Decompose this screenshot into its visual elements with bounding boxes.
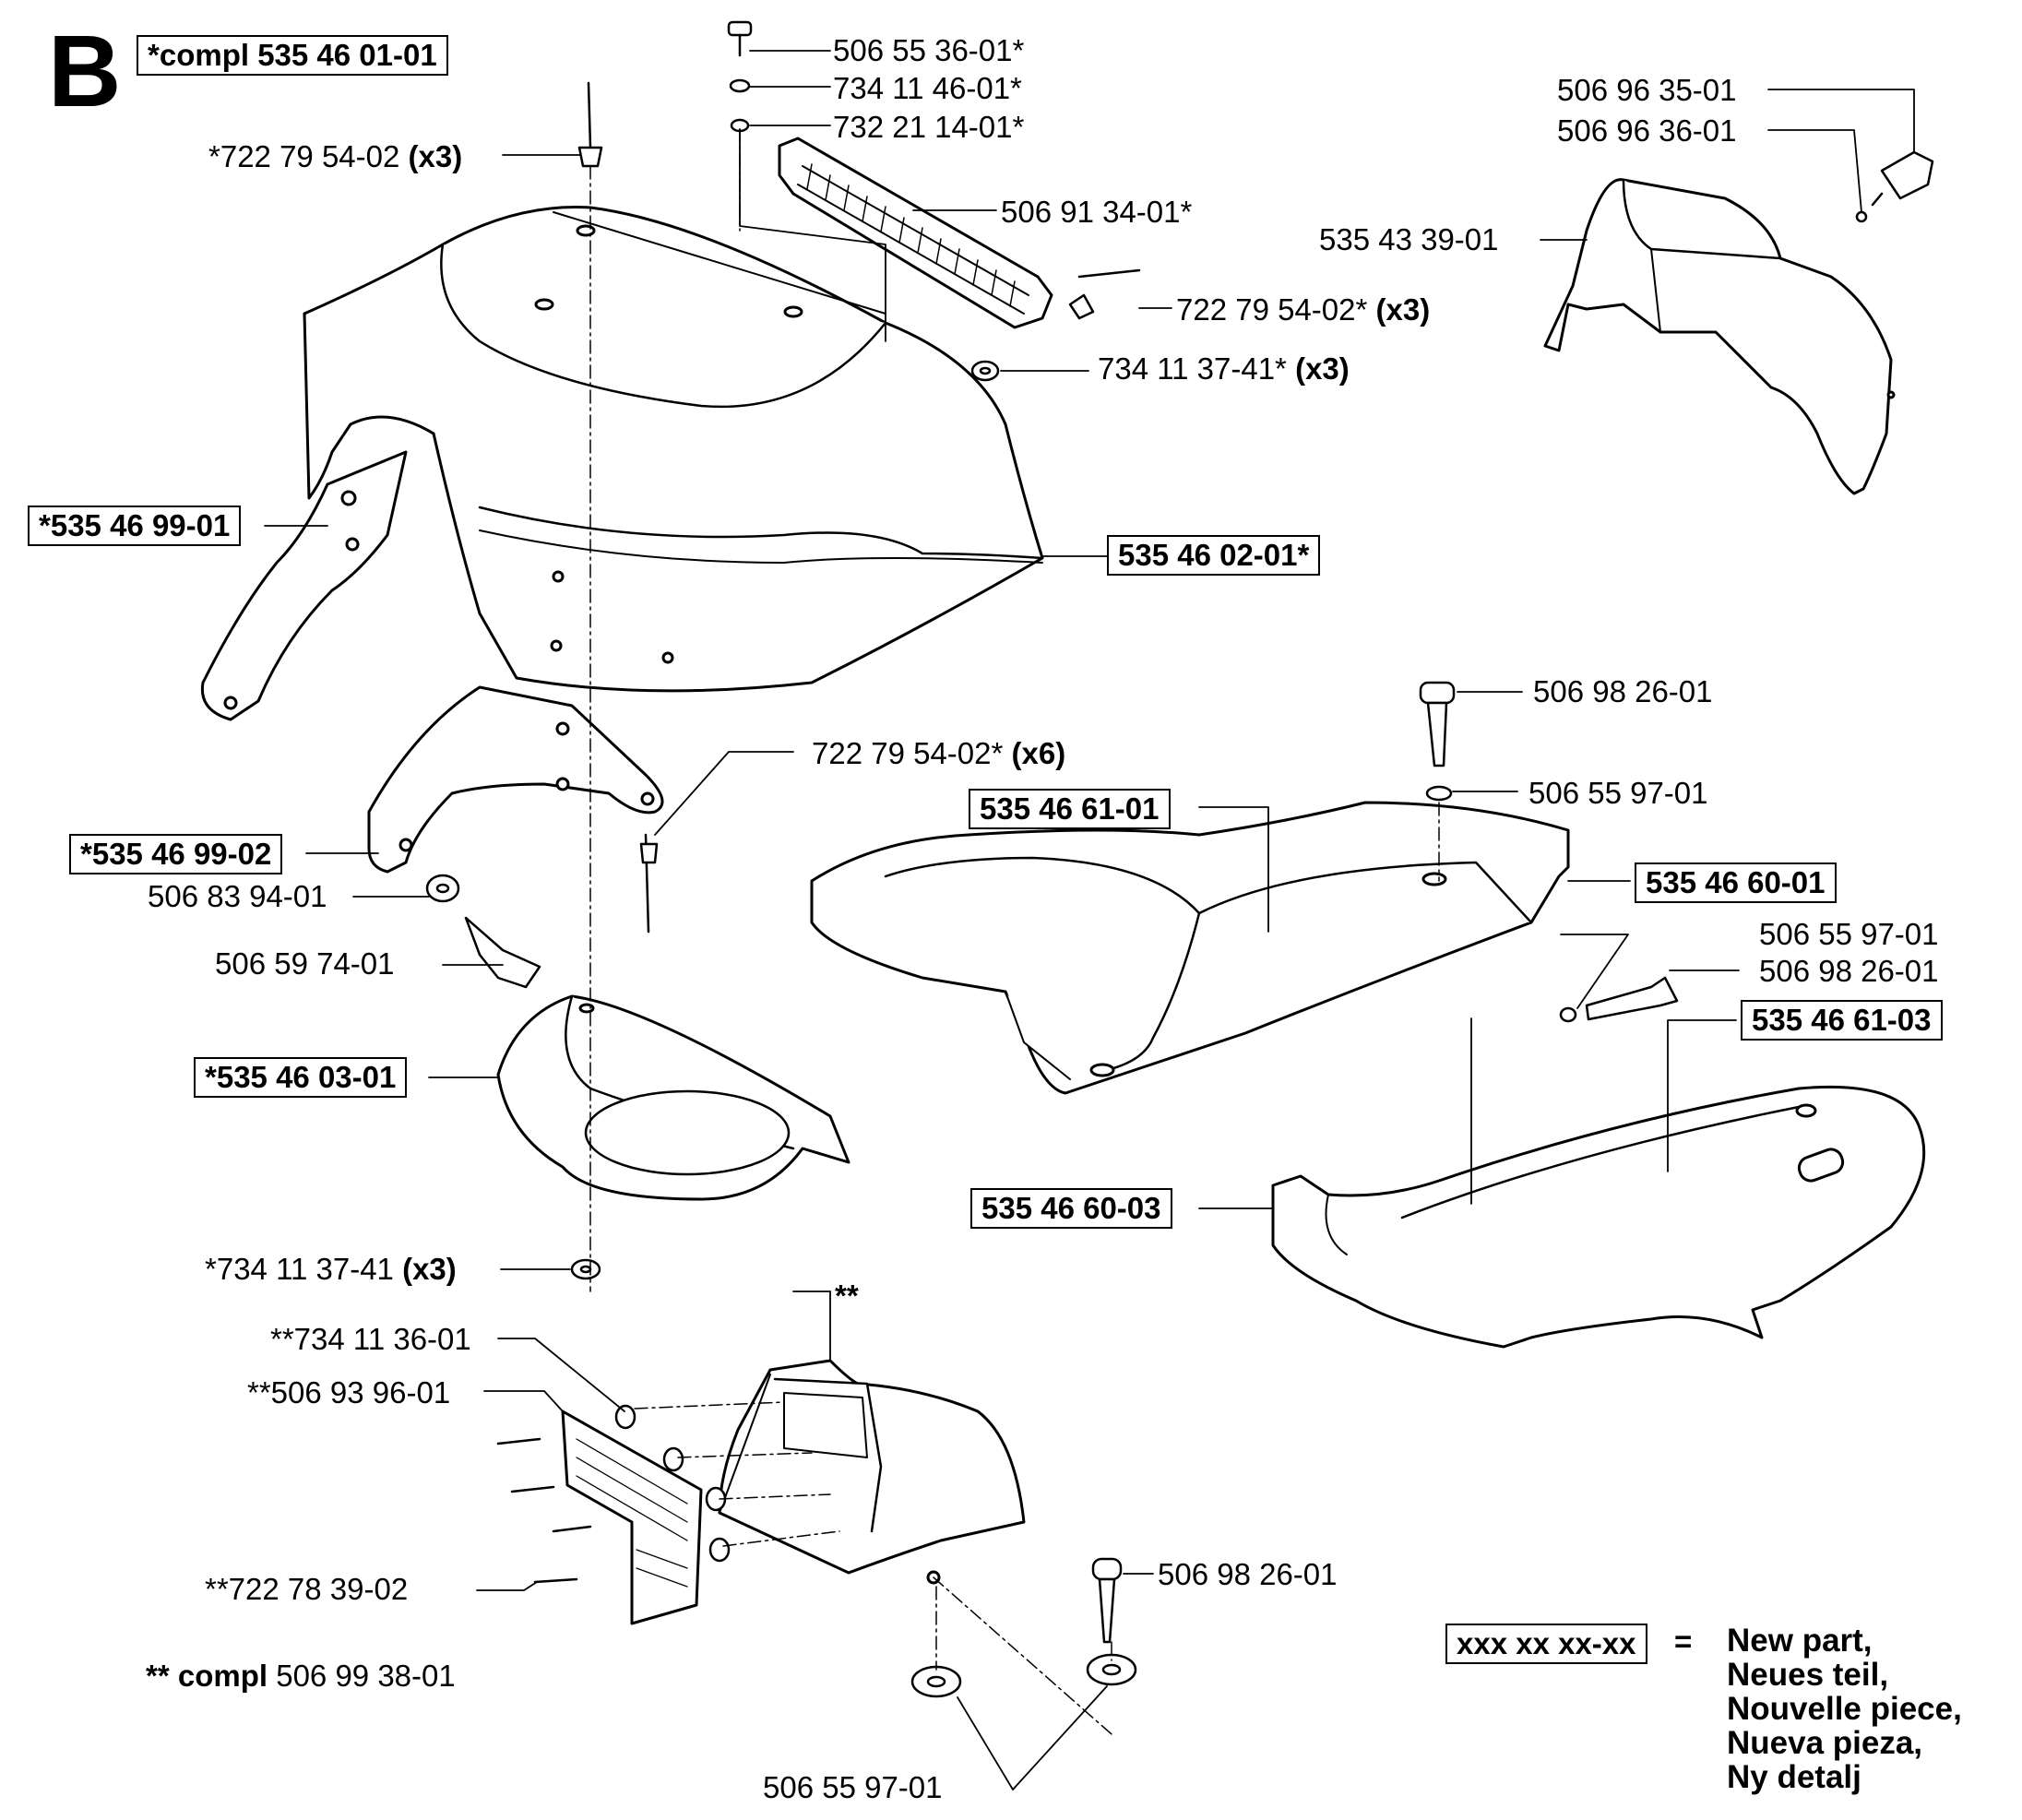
label-506-55-97-01-b: 506 55 97-01 [1759, 917, 1939, 951]
part-number: *734 11 37-41 [205, 1252, 394, 1286]
legend-line: Neues teil, [1727, 1657, 1889, 1693]
label-506-98-26-01-b: 506 98 26-01 [1759, 954, 1939, 988]
label-732-21-14-01: 732 21 14-01* [833, 110, 1025, 144]
label-506-55-36-01: 506 55 36-01* [833, 33, 1025, 67]
label-734-11-37-41-bottom: *734 11 37-41 (x3) [205, 1251, 457, 1288]
label-722-79-54-02-x6: 722 79 54-02* (x6) [812, 735, 1065, 772]
grille-leader-line [739, 128, 886, 342]
rear-mesh-plate [561, 1410, 703, 1625]
legend-text: New part, Neues teil, Nouvelle piece, Nu… [1727, 1624, 1962, 1794]
quantity: (x3) [408, 139, 463, 173]
legend-line: Nueva pieza, [1727, 1725, 1923, 1761]
seat-base-upper [810, 801, 1570, 1095]
quantity: (x3) [1375, 292, 1431, 327]
fasteners [425, 20, 1934, 1698]
label-535-46-61-01: 535 46 61-01 [969, 789, 1171, 829]
label-506-83-94-01: 506 83 94-01 [148, 879, 327, 913]
compl-prefix: ** compl [146, 1659, 268, 1693]
label-535-46-60-03: 535 46 60-03 [970, 1188, 1172, 1229]
quantity: (x3) [1295, 351, 1350, 386]
part-number: 722 79 54-02* [812, 736, 1004, 770]
top-right-cover [1543, 178, 1896, 495]
quantity: (x3) [402, 1252, 457, 1286]
label-722-79-54-02-top: *722 79 54-02 (x3) [208, 138, 462, 175]
side-bracket-left [200, 450, 408, 721]
label-535-46-99-02: *535 46 99-02 [69, 834, 283, 874]
label-535-46-99-01: *535 46 99-01 [28, 506, 242, 546]
label-722-79-54-02-grille: 722 79 54-02* (x3) [1176, 291, 1430, 328]
leader-lines [264, 50, 1915, 1790]
legend-line: Nouvelle piece, [1727, 1691, 1962, 1727]
label-double-star: ** [835, 1279, 859, 1313]
label-535-46-60-01: 535 46 60-01 [1635, 862, 1837, 903]
part-number: 734 11 37-41* [1098, 351, 1287, 386]
label-506-96-36-01: 506 96 36-01 [1557, 113, 1737, 148]
bowl [496, 994, 850, 1201]
part-number: *722 79 54-02 [208, 139, 400, 173]
rear-cover [718, 1359, 1026, 1585]
label-506-98-26-01-c: 506 98 26-01 [1158, 1557, 1338, 1591]
grille-plate [778, 137, 1053, 329]
side-bracket-lower [367, 685, 664, 874]
section-letter: B [48, 15, 122, 128]
label-compl-secondary: ** compl 506 99 38-01 [146, 1658, 456, 1695]
legend-line: Ny detalj [1727, 1759, 1861, 1795]
label-535-43-39-01: 535 43 39-01 [1319, 222, 1499, 256]
label-535-46-61-03: 535 46 61-03 [1741, 1000, 1943, 1041]
label-722-78-39-02: **722 78 39-02 [205, 1572, 409, 1606]
label-535-46-03-01: *535 46 03-01 [194, 1057, 408, 1098]
label-506-55-97-01-a: 506 55 97-01 [1528, 776, 1708, 810]
legend-line: New part, [1727, 1623, 1873, 1659]
label-506-93-96-01: **506 93 96-01 [247, 1375, 451, 1410]
legend-equals: = [1674, 1624, 1693, 1659]
seat-base-lower [1271, 1085, 1926, 1349]
label-506-96-35-01: 506 96 35-01 [1557, 73, 1737, 107]
quantity: (x6) [1011, 736, 1066, 770]
legend-symbol: xxx xx xx-xx [1445, 1624, 1647, 1664]
compl-number: 506 99 38-01 [276, 1659, 456, 1693]
label-506-59-74-01: 506 59 74-01 [215, 946, 395, 981]
hood-cover [303, 206, 1044, 693]
label-734-11-36-01: **734 11 36-01 [270, 1322, 471, 1356]
label-506-91-34-01: 506 91 34-01* [1001, 195, 1193, 229]
label-506-98-26-01-a: 506 98 26-01 [1533, 674, 1713, 708]
part-number: 722 79 54-02* [1176, 292, 1368, 327]
label-734-11-46-01: 734 11 46-01* [833, 71, 1022, 105]
label-535-46-02-01: 535 46 02-01* [1107, 535, 1321, 576]
label-734-11-37-41-grille: 734 11 37-41* (x3) [1098, 351, 1350, 387]
label-506-55-97-01-c: 506 55 97-01 [763, 1770, 943, 1804]
label-compl-main: *compl 535 46 01-01 [137, 35, 448, 76]
